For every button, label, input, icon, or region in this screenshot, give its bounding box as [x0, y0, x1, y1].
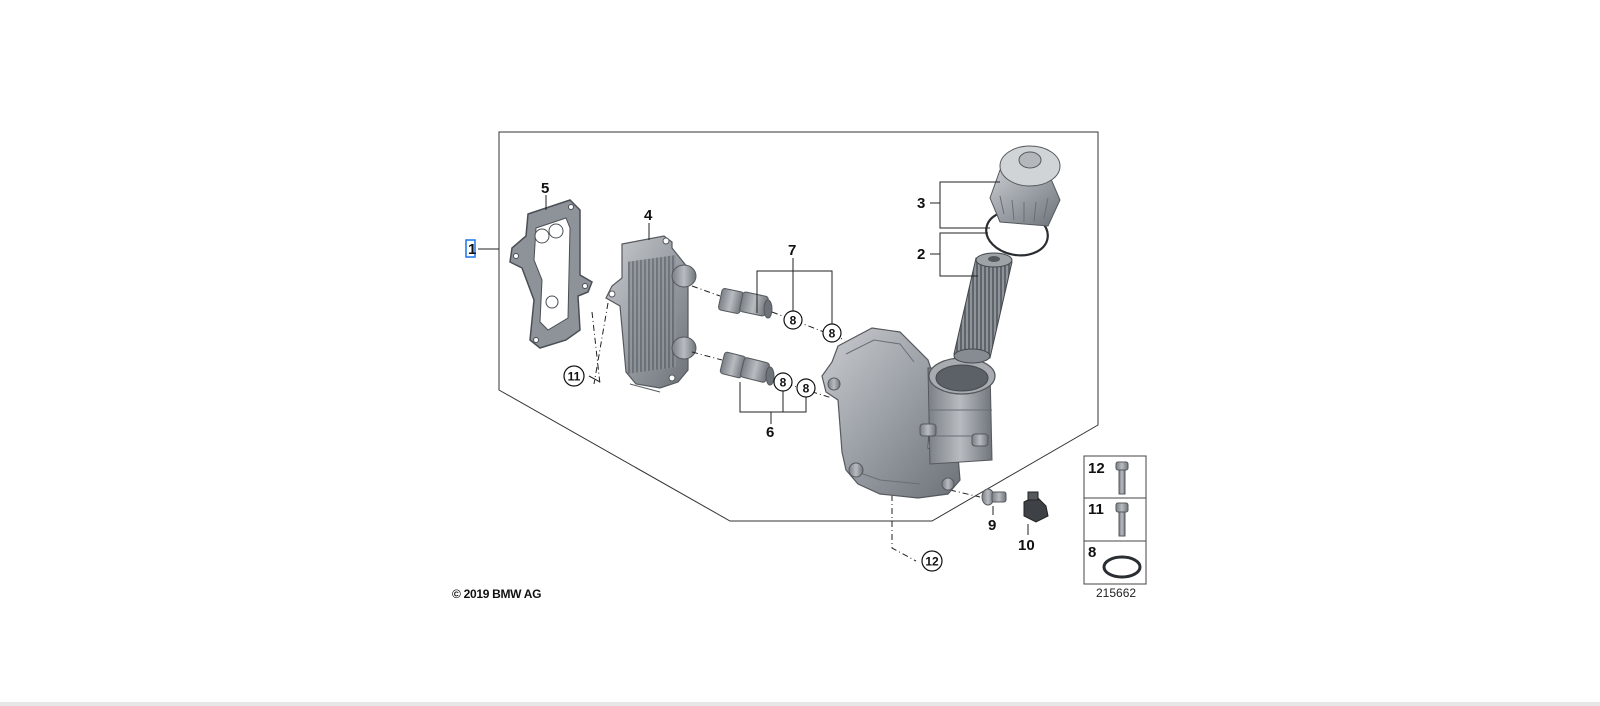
svg-text:11: 11 — [1088, 501, 1104, 518]
callout-bubble-8-upper-right[interactable]: 8 — [822, 323, 842, 343]
callout-bubble-8-lower-right[interactable]: 8 — [796, 378, 816, 398]
window-bottom-edge — [0, 702, 1600, 706]
svg-text:8: 8 — [790, 314, 797, 328]
callout-bubble-11[interactable]: 11 — [563, 365, 585, 387]
svg-text:8: 8 — [803, 382, 810, 396]
svg-text:8: 8 — [780, 376, 787, 390]
callout-7[interactable]: 7 — [788, 242, 796, 259]
part-2-filter-element[interactable] — [953, 252, 1013, 364]
callout-5[interactable]: 5 — [541, 180, 549, 197]
diagram-number: 215662 — [1096, 586, 1136, 600]
part-1-selection-box[interactable] — [465, 239, 476, 258]
legend-row-8-o-ring[interactable]: 8 — [1088, 544, 1142, 579]
svg-text:8: 8 — [829, 327, 836, 341]
part-6-lower-fitting[interactable] — [719, 351, 775, 386]
part-10-pressure-switch[interactable] — [1023, 491, 1049, 523]
callout-2[interactable]: 2 — [917, 246, 925, 263]
part-7-upper-fitting[interactable] — [718, 288, 773, 319]
svg-text:8: 8 — [1088, 544, 1096, 561]
callout-bubble-8-upper-left[interactable]: 8 — [783, 310, 803, 330]
callout-bubble-12[interactable]: 12 — [921, 550, 943, 572]
assembly-frame — [498, 131, 1099, 522]
callout-9[interactable]: 9 — [988, 517, 996, 534]
callout-3[interactable]: 3 — [917, 195, 925, 212]
small-parts-legend — [1083, 455, 1147, 585]
svg-text:11: 11 — [568, 370, 581, 384]
part-4-oil-cooler[interactable] — [605, 235, 697, 393]
svg-text:12: 12 — [1088, 460, 1105, 477]
copyright-notice: © 2019 BMW AG — [452, 587, 541, 601]
part-5-gasket[interactable] — [509, 199, 593, 349]
legend-row-12-bolt[interactable]: 12 — [1088, 460, 1129, 495]
callout-4[interactable]: 4 — [644, 207, 653, 224]
callout-1[interactable]: 1 — [468, 241, 476, 258]
callout-6[interactable]: 6 — [766, 424, 774, 441]
part-9-sensor[interactable] — [981, 488, 1007, 506]
filter-housing[interactable] — [821, 327, 996, 499]
svg-text:12: 12 — [925, 555, 939, 569]
callout-10[interactable]: 10 — [1018, 537, 1035, 554]
callout-bubble-8-lower-left[interactable]: 8 — [773, 372, 793, 392]
legend-row-11-bolt[interactable]: 11 — [1088, 501, 1129, 537]
part-3-filter-cover[interactable] — [989, 145, 1061, 227]
